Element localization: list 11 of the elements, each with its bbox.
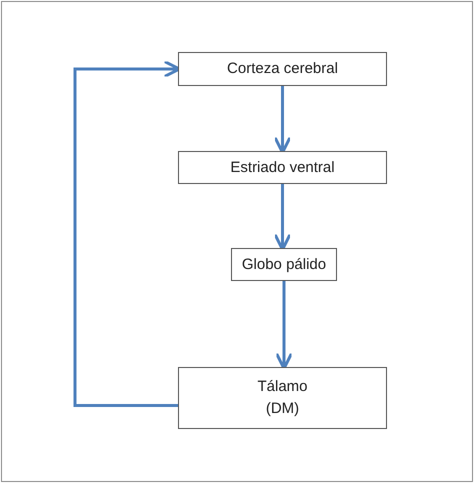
process-box (231, 248, 337, 281)
arrow (275, 281, 293, 370)
process-box (178, 52, 387, 86)
arrow (274, 86, 292, 154)
node-label: Estriado ventral (230, 158, 335, 178)
node-label: Tálamo (DM) (256, 377, 309, 419)
process-box (178, 367, 387, 429)
node-label: Corteza cerebral (227, 59, 338, 80)
process-box (178, 151, 387, 184)
node-label: Globo pálido (242, 254, 326, 275)
arrow (274, 184, 292, 251)
